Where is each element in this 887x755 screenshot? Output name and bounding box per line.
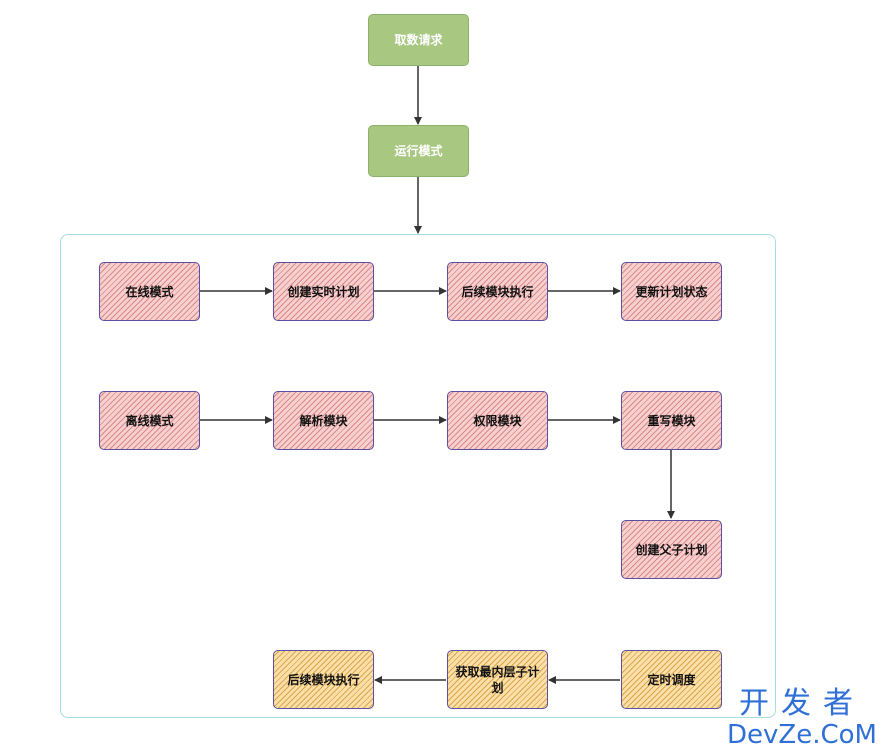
node-permission-module: 权限模块	[447, 391, 548, 450]
node-permission-module-label: 权限模块	[473, 413, 522, 428]
node-create-realtime-plan-label: 创建实时计划	[287, 284, 360, 299]
node-update-plan-status-label: 更新计划状态	[635, 284, 708, 299]
node-online-mode-label: 在线模式	[125, 284, 174, 299]
node-fetch-request-label: 取数请求	[394, 33, 443, 47]
node-followup-exec-1: 后续模块执行	[447, 262, 548, 321]
node-scheduled-dispatch-label: 定时调度	[647, 672, 696, 687]
process-container	[60, 234, 776, 718]
node-followup-exec-2-label: 后续模块执行	[287, 672, 360, 687]
node-followup-exec-1-label: 后续模块执行	[461, 284, 534, 299]
node-followup-exec-2: 后续模块执行	[273, 650, 374, 709]
watermark-cn: 开发者	[739, 686, 865, 721]
node-online-mode: 在线模式	[99, 262, 200, 321]
node-run-mode-label: 运行模式	[394, 144, 443, 158]
node-create-parent-child-plan-label: 创建父子计划	[635, 542, 708, 557]
node-offline-mode-label: 离线模式	[125, 413, 174, 428]
node-update-plan-status: 更新计划状态	[621, 262, 722, 321]
node-create-realtime-plan: 创建实时计划	[273, 262, 374, 321]
watermark: 开发者 DevZe.CoM	[727, 686, 877, 750]
node-get-innermost-plan: 获取最内层子计划	[447, 650, 548, 709]
watermark-en: DevZe.CoM	[727, 720, 877, 750]
node-fetch-request: 取数请求	[368, 14, 469, 66]
node-create-parent-child-plan: 创建父子计划	[621, 520, 722, 579]
node-get-innermost-plan-label: 获取最内层子计划	[455, 664, 540, 695]
node-parse-module-label: 解析模块	[299, 413, 348, 428]
node-run-mode: 运行模式	[368, 125, 469, 177]
node-rewrite-module-label: 重写模块	[647, 413, 696, 428]
node-parse-module: 解析模块	[273, 391, 374, 450]
node-rewrite-module: 重写模块	[621, 391, 722, 450]
node-offline-mode: 离线模式	[99, 391, 200, 450]
node-scheduled-dispatch: 定时调度	[621, 650, 722, 709]
